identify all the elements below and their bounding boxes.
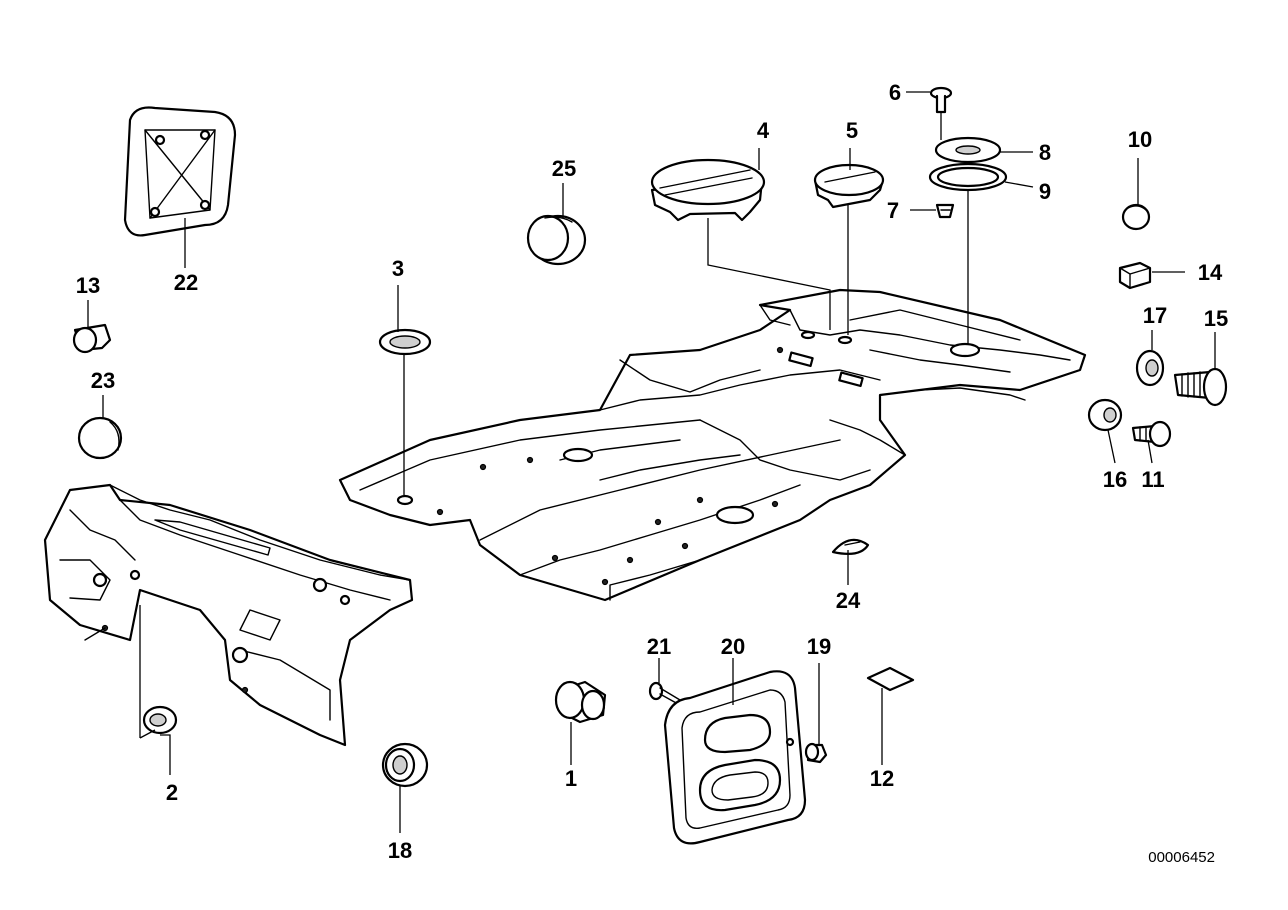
screw-21 xyxy=(648,681,681,705)
callout-4: 4 xyxy=(757,118,770,143)
screw-6 xyxy=(929,86,953,114)
callout-7: 7 xyxy=(887,198,899,223)
grommet-3 xyxy=(378,328,432,356)
clip-7 xyxy=(935,203,955,219)
grommet-1 xyxy=(554,680,607,724)
callout-9: 9 xyxy=(1039,179,1051,204)
gasket-9 xyxy=(928,162,1008,192)
plug-13 xyxy=(72,323,112,354)
screw-11 xyxy=(1131,420,1172,448)
callout-5: 5 xyxy=(846,118,858,143)
callout-14: 14 xyxy=(1198,260,1223,285)
cap-5 xyxy=(813,163,885,209)
callout-10: 10 xyxy=(1128,127,1152,152)
grommet-2 xyxy=(142,705,178,735)
callout-22: 22 xyxy=(174,270,198,295)
callout-21: 21 xyxy=(647,634,671,659)
callout-11: 11 xyxy=(1141,467,1164,492)
bulkhead-panel xyxy=(43,483,414,747)
callout-25: 25 xyxy=(552,156,576,181)
washer-17 xyxy=(1135,349,1165,387)
callout-20: 20 xyxy=(721,634,745,659)
leader-lines xyxy=(87,91,1216,833)
floor-pan xyxy=(338,288,1087,602)
diagram-reference-number: 00006452 xyxy=(1148,849,1215,866)
access-cover-20 xyxy=(663,670,807,845)
callout-15: 15 xyxy=(1204,306,1228,331)
nut-19 xyxy=(804,742,828,764)
callout-23: 23 xyxy=(91,368,115,393)
cover-plate-22 xyxy=(123,106,237,237)
pad-12 xyxy=(866,666,915,692)
plug-24 xyxy=(831,538,870,555)
callout-17: 17 xyxy=(1143,303,1167,328)
callout-2: 2 xyxy=(166,780,178,805)
cap-4 xyxy=(650,158,766,222)
callout-19: 19 xyxy=(807,634,831,659)
grommet-18 xyxy=(381,742,429,788)
callout-12: 12 xyxy=(870,766,894,791)
callout-3: 3 xyxy=(392,256,404,281)
callout-6: 6 xyxy=(889,80,901,105)
block-14 xyxy=(1118,261,1152,290)
bolt-15 xyxy=(1173,367,1228,407)
washer-16 xyxy=(1087,398,1123,432)
callout-24: 24 xyxy=(836,588,861,613)
callout-18: 18 xyxy=(388,838,412,863)
callout-labels: 1 2 3 4 5 6 7 8 9 10 11 12 13 14 15 16 1… xyxy=(76,80,1228,863)
callout-13: 13 xyxy=(76,273,100,298)
plug-10 xyxy=(1121,203,1151,231)
callout-16: 16 xyxy=(1103,467,1127,492)
ring-8 xyxy=(934,136,1002,164)
callout-8: 8 xyxy=(1039,140,1051,165)
callout-1: 1 xyxy=(565,766,577,791)
plug-23 xyxy=(77,416,123,460)
grommet-25 xyxy=(526,214,587,266)
